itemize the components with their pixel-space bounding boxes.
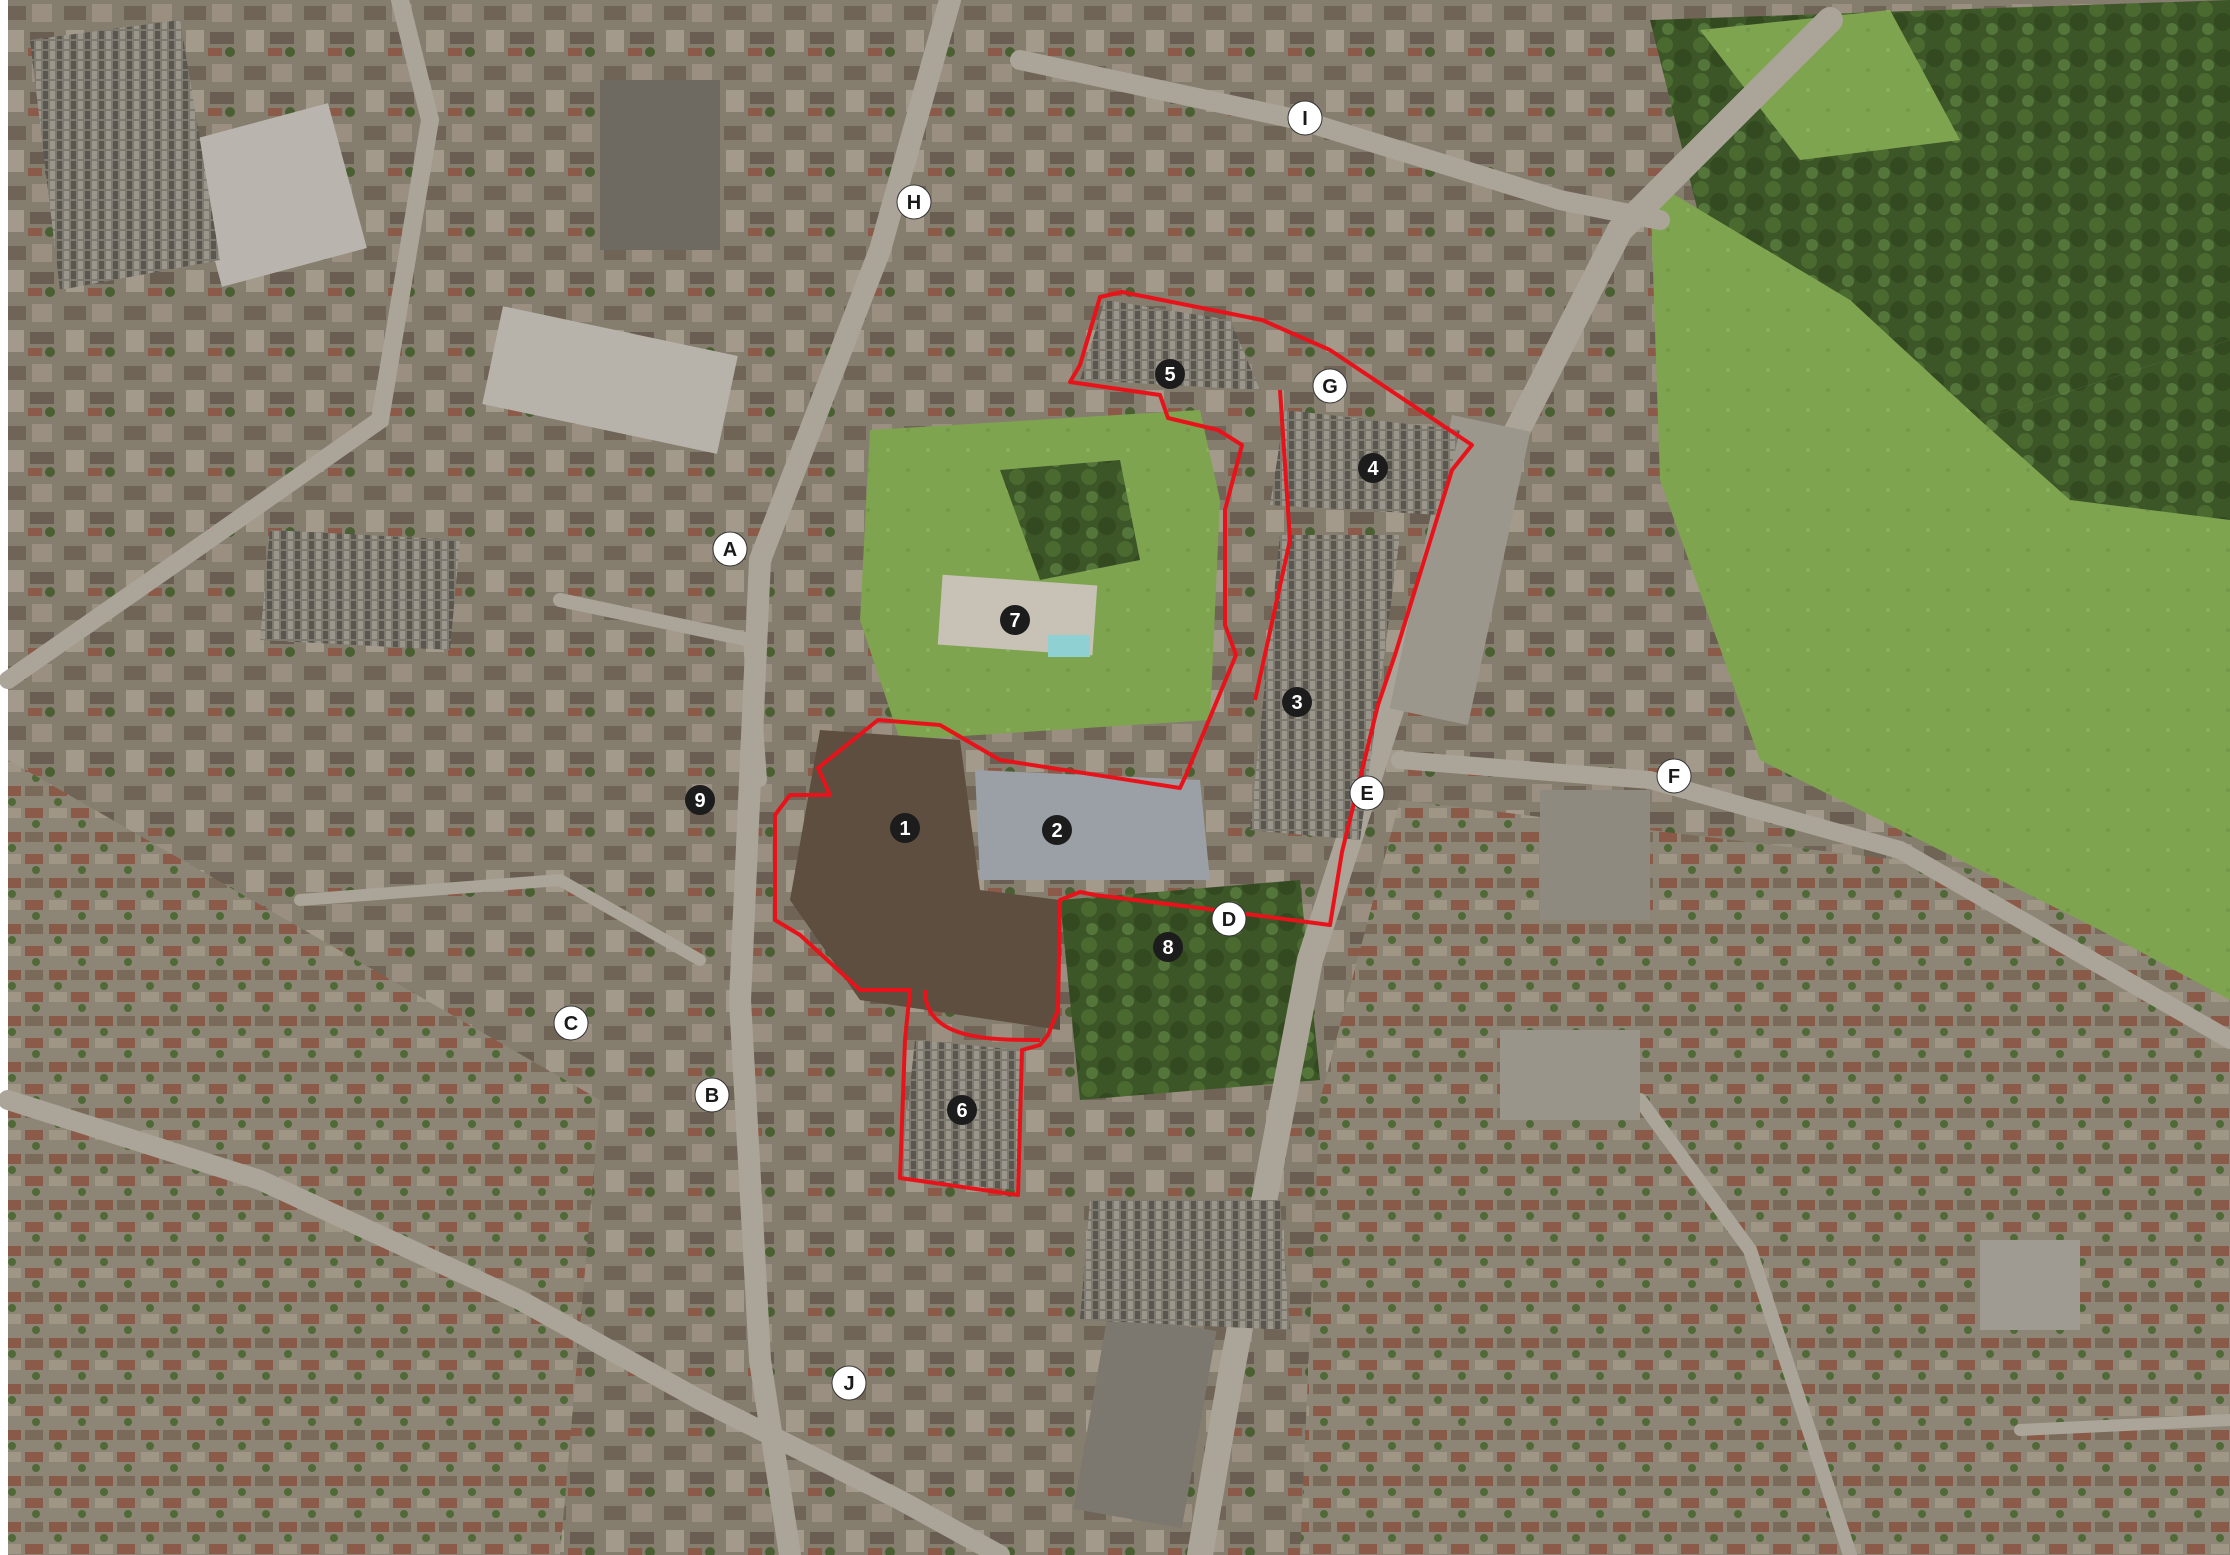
svg-text:7: 7 (1009, 610, 1020, 632)
svg-text:A: A (723, 539, 737, 561)
viewpoint-C[interactable]: C (553, 1005, 589, 1041)
car-park (1080, 1200, 1290, 1330)
viewpoint-E[interactable]: E (1349, 775, 1385, 811)
marker-6[interactable]: 6 (947, 1095, 977, 1125)
viewpoint-B[interactable]: B (694, 1077, 730, 1113)
marker-4[interactable]: 4 (1358, 453, 1388, 483)
car-park (260, 530, 460, 650)
car-park (1080, 300, 1260, 390)
svg-text:G: G (1322, 376, 1338, 398)
svg-text:2: 2 (1051, 820, 1062, 842)
car-park (30, 20, 220, 290)
viewpoint-H[interactable]: H (896, 184, 932, 220)
gardens-trees (1000, 460, 1140, 580)
residential-area (1300, 800, 2230, 1555)
building (482, 306, 738, 454)
marker-1[interactable]: 1 (890, 813, 920, 843)
marker-3[interactable]: 3 (1282, 687, 1312, 717)
svg-text:8: 8 (1162, 937, 1173, 959)
svg-text:C: C (564, 1013, 578, 1035)
gardens-trees (1060, 880, 1320, 1100)
building (600, 80, 720, 250)
svg-text:1: 1 (899, 818, 910, 840)
viewpoint-A[interactable]: A (712, 531, 748, 567)
svg-text:I: I (1302, 108, 1308, 130)
building (1389, 414, 1531, 726)
svg-text:9: 9 (694, 790, 705, 812)
park-field (1700, 10, 1960, 160)
site-boundary (773, 290, 1474, 1197)
svg-text:4: 4 (1367, 458, 1379, 480)
building (1073, 1311, 1217, 1529)
svg-text:5: 5 (1164, 364, 1175, 386)
woodland (1980, 340, 2230, 520)
building (183, 103, 367, 287)
building (790, 730, 1060, 1030)
map-margin (0, 0, 8, 1555)
svg-text:J: J (843, 1373, 854, 1395)
park-field (1650, 180, 2230, 1000)
svg-text:F: F (1668, 766, 1680, 788)
marker-9[interactable]: 9 (685, 785, 715, 815)
pool (1048, 635, 1090, 657)
building (1500, 1030, 1640, 1120)
viewpoint-D[interactable]: D (1211, 901, 1247, 937)
building (1980, 1240, 2080, 1330)
svg-text:6: 6 (956, 1100, 967, 1122)
marker-8[interactable]: 8 (1153, 932, 1183, 962)
viewpoint-I[interactable]: I (1287, 100, 1323, 136)
viewpoint-G[interactable]: G (1312, 368, 1348, 404)
svg-text:H: H (907, 192, 921, 214)
market-stalls (975, 770, 1210, 880)
building (1540, 790, 1650, 920)
marker-2[interactable]: 2 (1042, 815, 1072, 845)
viewpoint-J[interactable]: J (831, 1365, 867, 1401)
residential-area (8, 760, 600, 1555)
svg-text:E: E (1360, 783, 1373, 805)
marker-7[interactable]: 7 (1000, 605, 1030, 635)
svg-text:3: 3 (1291, 692, 1302, 714)
svg-text:D: D (1222, 909, 1236, 931)
svg-text:B: B (705, 1085, 719, 1107)
viewpoint-F[interactable]: F (1656, 758, 1692, 794)
marker-5[interactable]: 5 (1155, 359, 1185, 389)
